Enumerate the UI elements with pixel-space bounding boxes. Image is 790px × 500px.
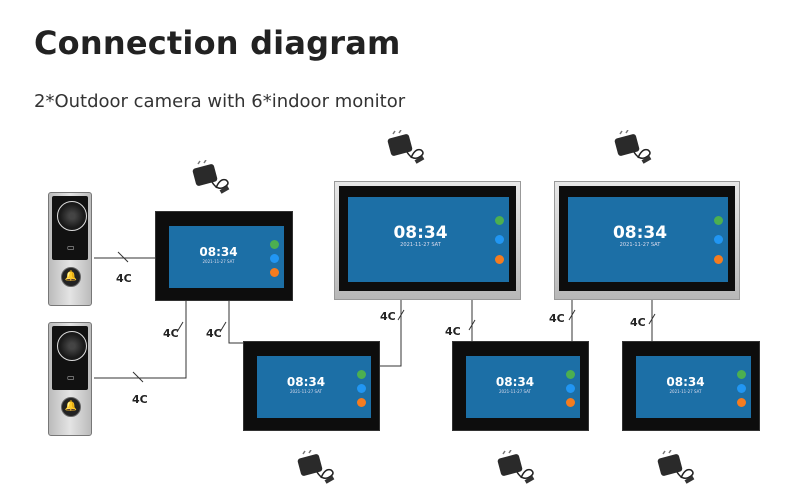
cable-label: 4C [549, 312, 565, 325]
message-icon [495, 235, 504, 245]
monitor-screen: 08:34 2021-11-27 SAT [169, 226, 284, 288]
call-icon [737, 369, 746, 379]
monitor-screen: 08:34 2021-11-27 SAT [568, 197, 728, 282]
alarm-icon [714, 254, 723, 264]
cable-label: 4C [132, 393, 148, 406]
camera-lens-icon [57, 331, 87, 361]
call-icon [566, 369, 575, 379]
wire-door2-monA [94, 301, 187, 379]
power-adapter-icon [192, 160, 230, 194]
power-adapter-icon [387, 130, 425, 164]
cable-label: 4C [206, 327, 222, 340]
power-adapter-icon [497, 450, 535, 484]
monitor-d: 08:34 2021-11-27 SAT [243, 341, 380, 431]
monitor-e: 08:34 2021-11-27 SAT [452, 341, 589, 431]
wire-monB-monD [380, 300, 402, 367]
camera-lens-icon [57, 201, 87, 231]
clock-time: 08:34 [612, 222, 668, 243]
card-reader-icon: ▭ [67, 373, 75, 382]
power-adapter-icon [657, 450, 695, 484]
message-icon [270, 253, 279, 263]
outdoor-camera-1: ▭ 🔔 [48, 192, 92, 306]
subtitle: 2*Outdoor camera with 6*indoor monitor [34, 91, 406, 112]
power-adapter-icon [297, 450, 335, 484]
clock-time: 08:34 [666, 374, 705, 389]
wire-monA-monD [228, 301, 243, 344]
wire-monC-monE [571, 300, 589, 344]
monitor-screen: 08:34 2021-11-27 SAT [636, 356, 751, 418]
message-icon [357, 383, 366, 393]
monitor-screen: 08:34 2021-11-27 SAT [257, 356, 371, 418]
monitor-a: 08:34 2021-11-27 SAT [155, 211, 293, 301]
monitor-screen: 08:34 2021-11-27 SAT [348, 197, 509, 282]
card-reader-icon: ▭ [67, 243, 75, 252]
clock-date: 2021-11-27 SAT [619, 241, 661, 248]
clock-time: 08:34 [286, 374, 326, 389]
clock-time: 08:34 [495, 374, 535, 389]
monitor-screen: 08:34 2021-11-27 SAT [466, 356, 580, 418]
monitor-f: 08:34 2021-11-27 SAT [622, 341, 760, 431]
message-icon [714, 235, 723, 245]
call-icon [714, 215, 723, 225]
cable-label: 4C [630, 316, 646, 329]
message-icon [737, 383, 746, 393]
clock-time: 08:34 [393, 222, 448, 243]
page-title: Connection diagram [34, 24, 401, 62]
alarm-icon [495, 254, 504, 264]
outdoor-camera-2: ▭ 🔔 [48, 322, 92, 436]
cable-label: 4C [445, 325, 461, 338]
clock-date: 2021-11-27 SAT [202, 258, 235, 264]
clock-date: 2021-11-27 SAT [400, 241, 441, 248]
power-adapter-icon [614, 130, 652, 164]
alarm-icon [270, 268, 279, 278]
clock-time: 08:34 [199, 244, 238, 259]
bell-icon: 🔔 [61, 267, 81, 287]
clock-date: 2021-11-27 SAT [669, 388, 702, 394]
message-icon [566, 383, 575, 393]
alarm-icon [357, 398, 366, 408]
alarm-icon [737, 398, 746, 408]
cable-label: 4C [163, 327, 179, 340]
call-icon [495, 215, 504, 225]
clock-date: 2021-11-27 SAT [290, 388, 322, 394]
clock-date: 2021-11-27 SAT [499, 388, 531, 394]
monitor-b: 08:34 2021-11-27 SAT [334, 181, 521, 300]
cable-label: 4C [380, 310, 396, 323]
call-icon [270, 239, 279, 249]
bell-icon: 🔔 [61, 397, 81, 417]
call-icon [357, 369, 366, 379]
monitor-c: 08:34 2021-11-27 SAT [554, 181, 740, 300]
alarm-icon [566, 398, 575, 408]
cable-label: 4C [116, 272, 132, 285]
